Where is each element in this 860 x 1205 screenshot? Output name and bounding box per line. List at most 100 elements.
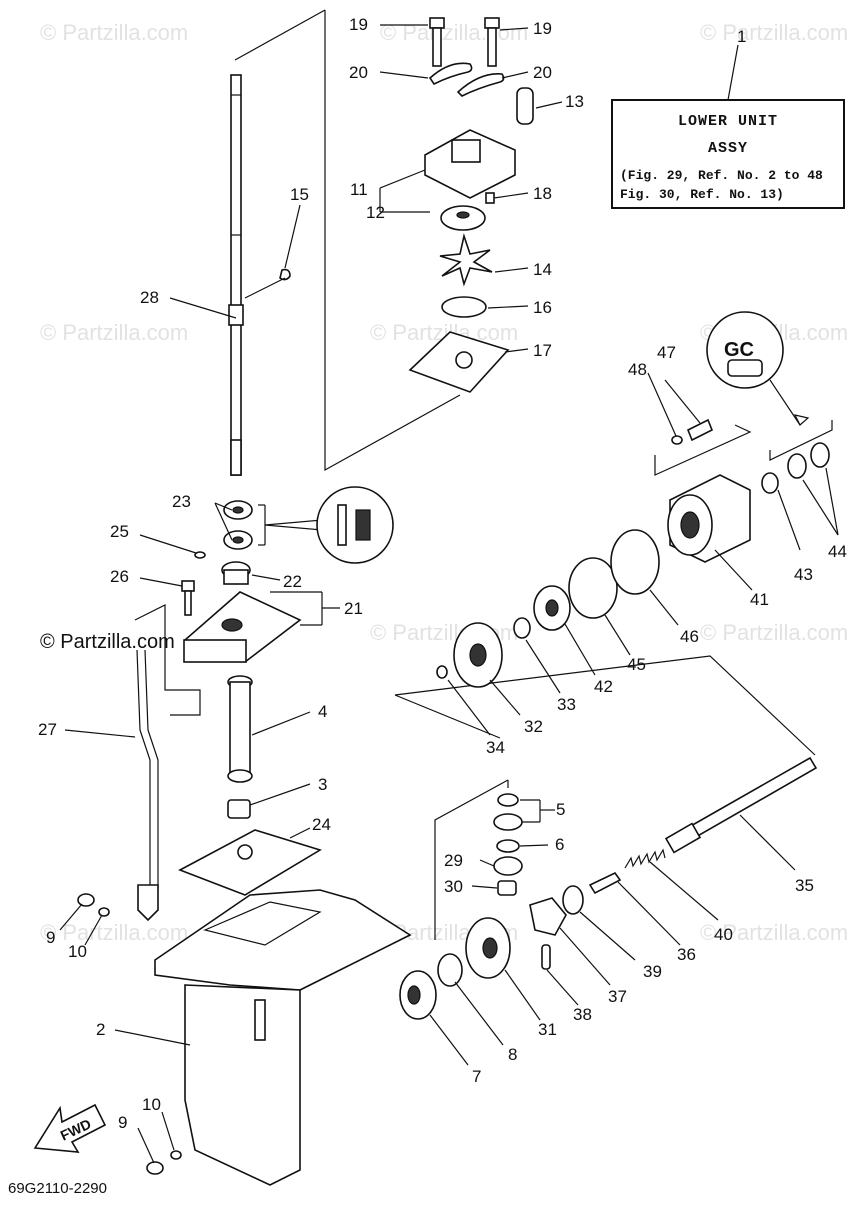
svg-text:36: 36 — [677, 945, 696, 964]
svg-text:29: 29 — [444, 851, 463, 870]
svg-text:5: 5 — [556, 800, 565, 819]
svg-text:45: 45 — [627, 655, 646, 674]
svg-text:LOWER UNIT: LOWER UNIT — [678, 113, 778, 130]
svg-text:© Partzilla.com: © Partzilla.com — [700, 20, 848, 45]
cap-41 — [667, 474, 753, 591]
callout-labels: 1 2 3 4 5 6 7 8 9 9 10 10 11 12 13 14 15… — [38, 15, 847, 1132]
svg-text:24: 24 — [312, 815, 331, 834]
shim-34 — [436, 665, 491, 736]
svg-text:34: 34 — [486, 738, 505, 757]
svg-text:27: 27 — [38, 720, 57, 739]
svg-text:20: 20 — [349, 63, 368, 82]
svg-text:2: 2 — [96, 1020, 105, 1039]
svg-text:33: 33 — [557, 695, 576, 714]
copyright-text: © Partzilla.com — [40, 631, 175, 653]
dog-clutch — [529, 897, 611, 986]
o-ring-16 — [441, 296, 529, 318]
svg-text:© Partzilla.com: © Partzilla.com — [40, 20, 188, 45]
svg-text:ASSY: ASSY — [708, 140, 748, 157]
shim-33 — [513, 617, 561, 694]
pin-18 — [485, 192, 529, 204]
svg-text:9: 9 — [46, 928, 55, 947]
drive-shaft — [169, 74, 244, 476]
bushing-3 — [227, 783, 311, 819]
insert-12 — [440, 205, 486, 231]
svg-text:Fig. 30, Ref. No. 13): Fig. 30, Ref. No. 13) — [620, 187, 784, 202]
nut-30 — [471, 880, 517, 896]
ring-39 — [562, 885, 636, 961]
svg-text:39: 39 — [643, 962, 662, 981]
svg-text:10: 10 — [142, 1095, 161, 1114]
svg-text:19: 19 — [533, 19, 552, 38]
grease-detail-icon: GC — [706, 311, 784, 389]
svg-text:44: 44 — [828, 542, 847, 561]
svg-text:13: 13 — [565, 92, 584, 111]
plunger-36 — [588, 871, 681, 946]
svg-text:41: 41 — [750, 590, 769, 609]
plate-17 — [408, 331, 529, 393]
fwd-arrow-icon: FWD — [33, 1103, 107, 1153]
plates-20 — [379, 62, 529, 97]
spring-40 — [624, 848, 719, 921]
svg-text:37: 37 — [608, 987, 627, 1006]
tube-4 — [227, 675, 311, 783]
svg-text:11: 11 — [350, 180, 368, 199]
svg-text:32: 32 — [524, 717, 543, 736]
svg-text:46: 46 — [680, 627, 699, 646]
pipe-13 — [516, 87, 563, 125]
svg-text:10: 10 — [68, 942, 87, 961]
svg-text:43: 43 — [794, 565, 813, 584]
svg-text:16: 16 — [533, 298, 552, 317]
svg-text:© Partzilla.com: © Partzilla.com — [40, 920, 188, 945]
svg-text:20: 20 — [533, 63, 552, 82]
svg-text:40: 40 — [714, 925, 733, 944]
svg-text:3: 3 — [318, 775, 327, 794]
shift-rod — [64, 649, 159, 922]
seal-43-44 — [761, 379, 839, 551]
lower-casing — [114, 889, 412, 1186]
gasket-24 — [178, 827, 322, 896]
svg-text:4: 4 — [318, 702, 327, 721]
bearings-23 — [214, 486, 394, 564]
propeller-shaft — [664, 756, 818, 871]
svg-text:47: 47 — [657, 343, 676, 362]
pinion-29 — [479, 856, 523, 876]
svg-text:15: 15 — [290, 185, 309, 204]
svg-text:7: 7 — [472, 1067, 481, 1086]
shim-8 — [437, 953, 504, 1046]
bracket-21 — [134, 591, 340, 716]
reverse-gear — [453, 622, 521, 716]
svg-text:22: 22 — [283, 572, 302, 591]
pin-38 — [541, 944, 579, 1006]
bolt-47 — [647, 372, 752, 476]
svg-text:14: 14 — [533, 260, 552, 279]
svg-text:8: 8 — [508, 1045, 517, 1064]
svg-text:9: 9 — [118, 1113, 127, 1132]
svg-text:42: 42 — [594, 677, 613, 696]
ring-25 — [139, 534, 206, 559]
svg-text:12: 12 — [366, 203, 385, 222]
impeller — [439, 233, 529, 287]
svg-text:31: 31 — [538, 1020, 557, 1039]
svg-text:19: 19 — [349, 15, 368, 34]
forward-gear — [465, 917, 541, 1021]
svg-text:(Fig. 29, Ref. No. 2 to 48: (Fig. 29, Ref. No. 2 to 48 — [620, 168, 823, 183]
svg-text:26: 26 — [110, 567, 129, 586]
svg-text:© Partzilla.com: © Partzilla.com — [380, 20, 528, 45]
bolts-19 — [380, 17, 529, 67]
svg-text:17: 17 — [533, 341, 552, 360]
diagram-code: 69G2110-2290 — [8, 1180, 107, 1197]
bushing-22 — [221, 561, 281, 585]
o-ring-45 — [568, 557, 631, 656]
key-part — [244, 204, 301, 299]
svg-text:© Partzilla.com: © Partzilla.com — [700, 620, 848, 645]
svg-text:35: 35 — [795, 876, 814, 895]
pump-housing — [379, 129, 516, 213]
svg-text:38: 38 — [573, 1005, 592, 1024]
svg-text:28: 28 — [140, 288, 159, 307]
bearing-42 — [533, 585, 596, 676]
svg-text:6: 6 — [555, 835, 564, 854]
bearing-7 — [399, 970, 469, 1066]
svg-text:25: 25 — [110, 522, 129, 541]
